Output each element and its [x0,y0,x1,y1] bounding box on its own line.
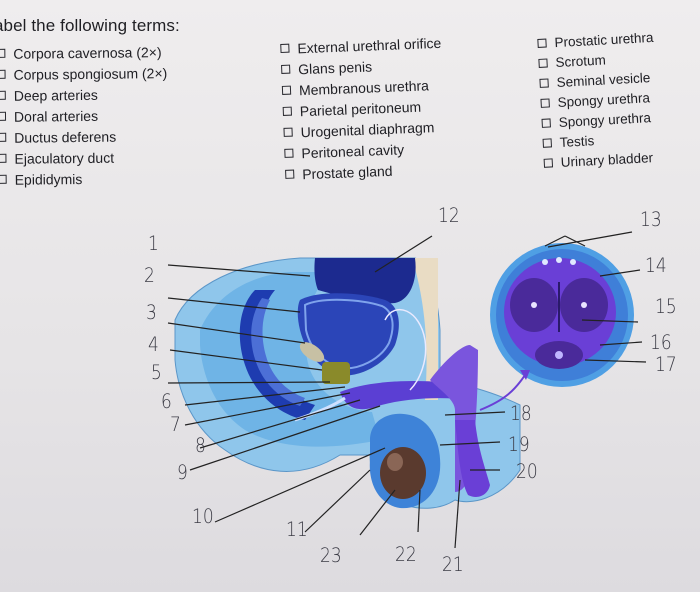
label-number-4: 4 [148,333,159,357]
leader-lines [167,231,647,549]
label-number-23: 23 [320,544,342,568]
label-number-22: 22 [395,543,417,567]
label-number-5: 5 [151,361,162,385]
dorsal-vessel-dot [556,257,562,263]
label-number-7: 7 [170,413,181,437]
label-number-2: 2 [144,264,155,288]
label-number-18: 18 [510,402,532,426]
rectum-inner [251,298,305,406]
peritoneal-cavity [314,258,416,304]
label-number-1: 1 [148,232,159,256]
label-number-9: 9 [177,461,188,485]
section-arrow [479,374,526,411]
label-number-11: 11 [286,518,308,542]
urethra-dot [555,351,563,359]
label-number-17: 17 [655,353,677,377]
ductus-deferens [384,308,427,391]
label-number-14: 14 [645,254,667,278]
testis-highlight [387,453,403,471]
penile-shaft [340,380,470,410]
testis [380,447,426,499]
label-number-21: 21 [442,553,464,577]
deep-artery-dot [531,302,537,308]
label-number-12: 12 [438,204,460,228]
label-number-6: 6 [161,390,172,414]
spongy-urethra [455,420,490,497]
label-number-8: 8 [195,434,206,458]
label-number-10: 10 [192,505,214,529]
label-number-3: 3 [146,301,157,325]
label-number-15: 15 [655,295,677,319]
label-number-13: 13 [640,208,662,232]
label-number-16: 16 [650,331,672,355]
worksheet-title: abel the following terms: [0,16,180,35]
label-number-19: 19 [508,433,530,457]
abdominal-wall [412,258,438,400]
deep-artery-dot [581,302,587,308]
dorsal-vessel-dot [570,259,576,265]
prostate-gland [322,362,350,384]
label-number-20: 20 [516,460,538,484]
dorsal-vessel-dot [542,259,548,265]
seminal-vesicle [299,342,325,362]
section-arrow-head [520,370,530,380]
